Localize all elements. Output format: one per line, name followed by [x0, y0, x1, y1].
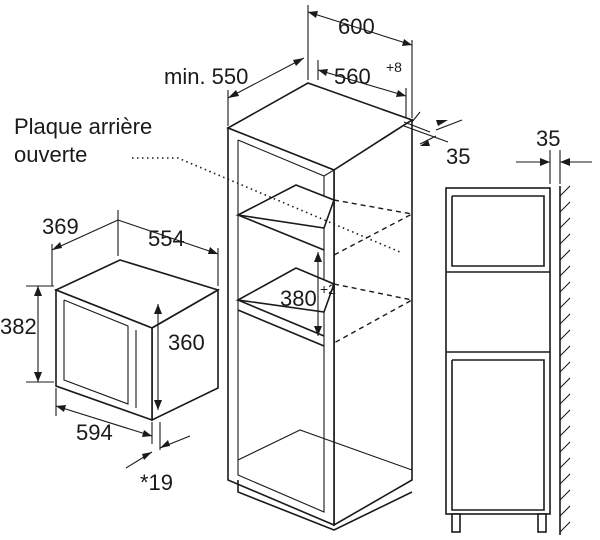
section-lower-niche: [451, 359, 545, 511]
dim-382: 382: [0, 285, 54, 383]
side-section: [445, 185, 571, 535]
dim-380-label: 380: [280, 286, 317, 311]
dim-560: 560 +8: [317, 59, 407, 118]
dim-594-label: 594: [76, 420, 113, 445]
plaque-label-line2: ouverte: [14, 142, 87, 167]
cabinet-plinth: [237, 480, 413, 531]
dim-35-back-label: 35: [446, 144, 470, 169]
dim-380: 380 +2: [280, 252, 336, 336]
dim-35-side-label: 35: [536, 126, 560, 151]
dim-550-label: min. 550: [164, 64, 248, 89]
wall-hatch: [559, 185, 571, 533]
tall-cabinet: [226, 82, 415, 531]
dim-35-back: 35: [403, 111, 470, 169]
section-upper-niche: [451, 195, 545, 267]
dim-560-tolerance: +8: [386, 59, 402, 75]
cabinet-opening: [237, 139, 325, 513]
foot-front: [451, 513, 461, 533]
dim-380-tolerance: +2: [320, 281, 336, 297]
cabinet-side: [333, 118, 413, 527]
dim-19-label: *19: [140, 470, 173, 495]
callout-plaque: Plaque arrière ouverte: [14, 114, 401, 253]
dim-600-label: 600: [338, 14, 375, 39]
dim-min-550: min. 550: [164, 57, 305, 126]
section-cabinet: [445, 187, 551, 515]
foot-back: [537, 513, 547, 533]
dim-360-label: 360: [168, 330, 205, 355]
dim-600: 600: [307, 5, 413, 118]
dim-369-554: 369 554: [42, 210, 219, 286]
dim-369-label: 369: [42, 214, 79, 239]
dim-19: *19: [125, 422, 191, 495]
dim-382-label: 382: [0, 314, 37, 339]
callout-leader: [132, 157, 401, 253]
plaque-label-line1: Plaque arrière: [14, 114, 152, 139]
microwave-door: [63, 299, 129, 405]
dim-35-side: 35: [516, 126, 592, 184]
dim-594: 594: [55, 388, 153, 445]
dim-560-label: 560: [334, 64, 371, 89]
dim-554-label: 554: [148, 226, 185, 251]
dim-360: 360: [154, 304, 205, 410]
microwave: [53, 259, 220, 422]
cabinet-front: [227, 126, 335, 527]
